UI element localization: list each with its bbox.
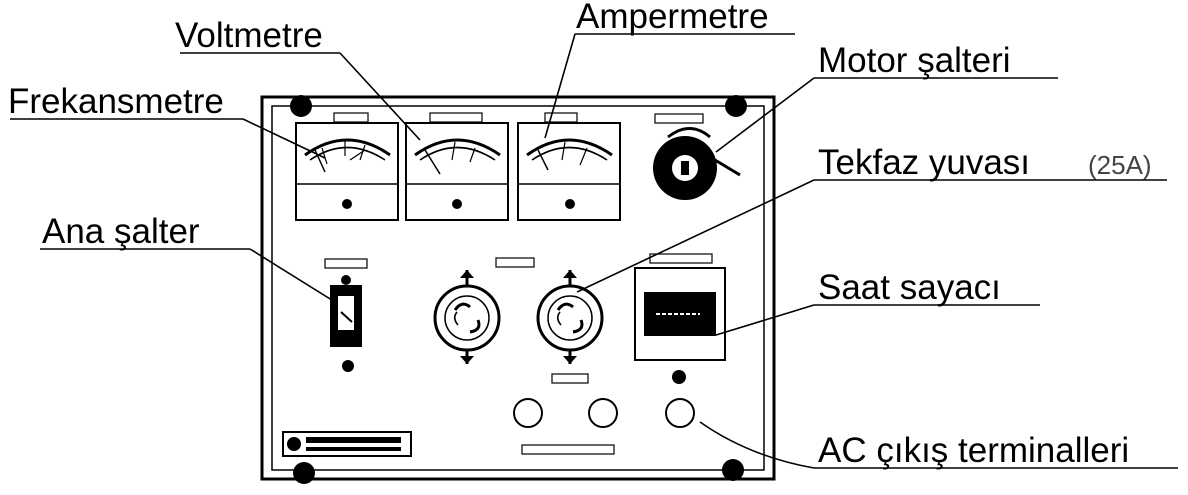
corner-bolt	[290, 95, 312, 117]
single-phase-socket	[536, 270, 604, 384]
hour-meter	[634, 253, 726, 384]
label-main-breaker: Ana şalter	[42, 212, 200, 251]
label-ac-output-terminals: AC çıkış terminalleri	[818, 431, 1129, 470]
corner-bolt	[293, 462, 315, 484]
motor-switch	[653, 113, 741, 200]
label-socket-rating: (25A)	[1088, 150, 1152, 180]
single-phase-socket	[433, 257, 535, 364]
corner-bolt	[722, 459, 744, 481]
nameplate	[282, 431, 412, 457]
label-ammeter: Ampermetre	[576, 0, 769, 36]
frequency-meter	[295, 112, 399, 221]
callout-labels: Frekansmetre Voltmetre Ampermetre Motor …	[8, 0, 1152, 470]
label-single-phase-socket: Tekfaz yuvası	[818, 143, 1030, 182]
main-breaker	[324, 258, 368, 372]
leader-lines	[10, 33, 1178, 469]
corner-bolt	[725, 95, 747, 117]
label-motor-switch: Motor şalteri	[818, 41, 1011, 80]
ac-output-terminals	[513, 398, 695, 455]
ammeter	[517, 112, 621, 221]
label-voltmeter: Voltmetre	[175, 16, 323, 55]
label-hour-meter: Saat sayacı	[818, 268, 1001, 307]
voltmeter	[405, 112, 509, 221]
label-frequency-meter: Frekansmetre	[8, 82, 224, 121]
